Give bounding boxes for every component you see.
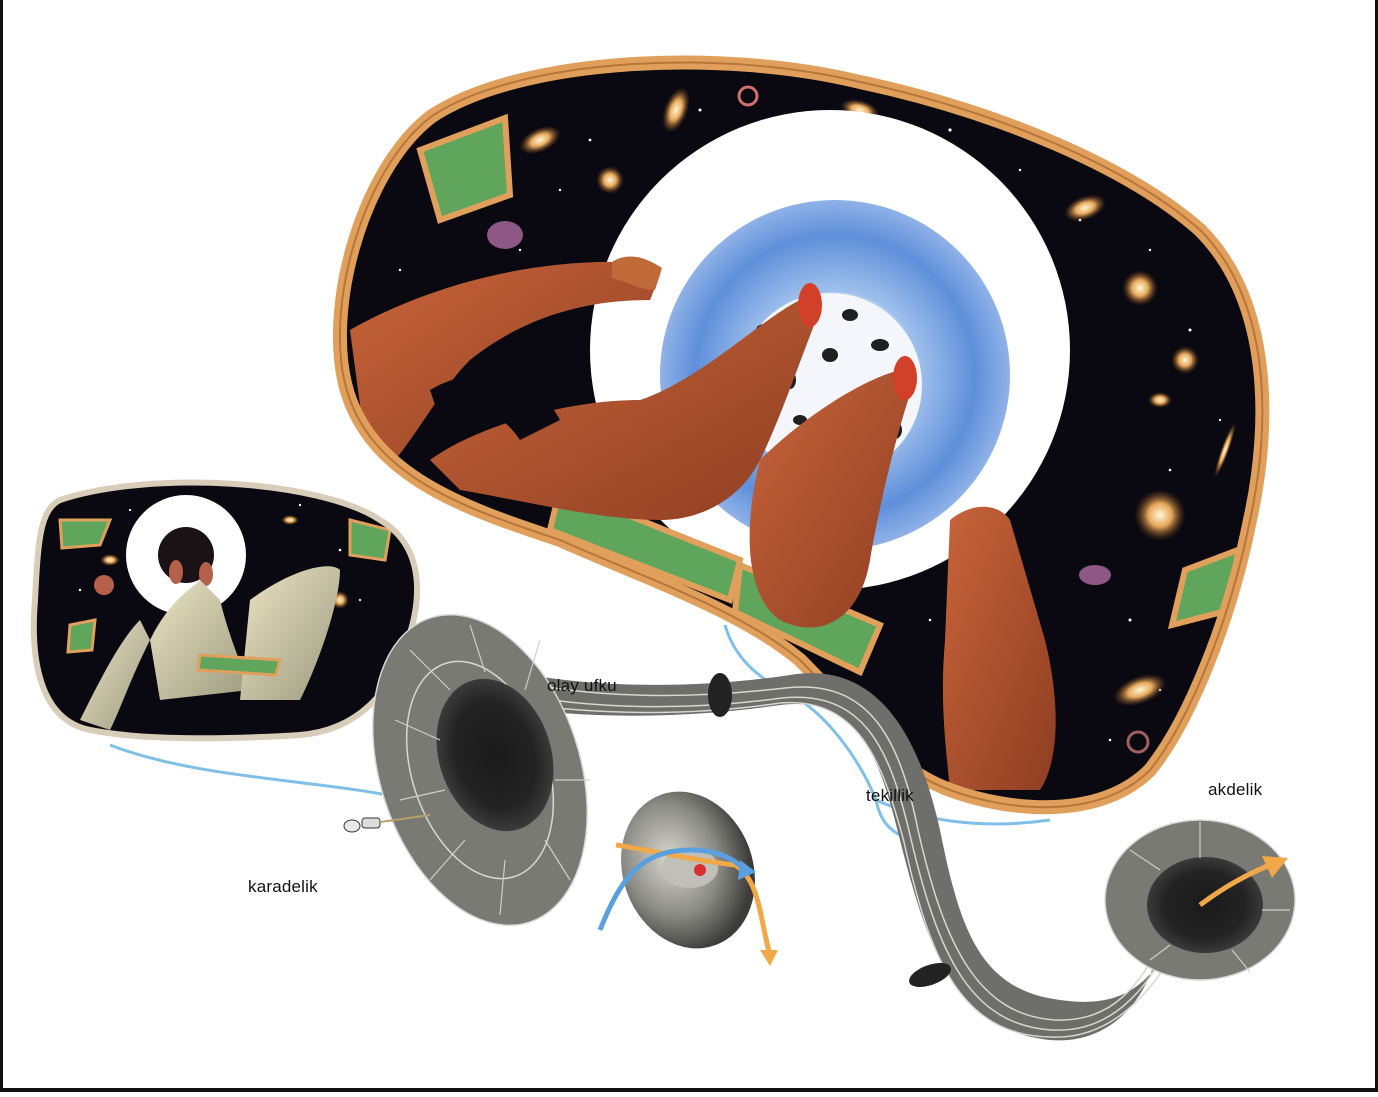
white-hole-label: akdelik bbox=[1208, 780, 1262, 800]
singularity-label: tekillik bbox=[866, 786, 914, 806]
small-view-panel bbox=[34, 483, 417, 739]
frame-left-border bbox=[0, 0, 3, 1092]
event-horizon-label: olay ufku bbox=[547, 676, 617, 696]
white-hole-funnel bbox=[1105, 820, 1295, 980]
singularity-sphere bbox=[600, 773, 778, 968]
black-hole-label: karadelik bbox=[248, 877, 318, 897]
frame-bottom-border bbox=[0, 1088, 1378, 1092]
